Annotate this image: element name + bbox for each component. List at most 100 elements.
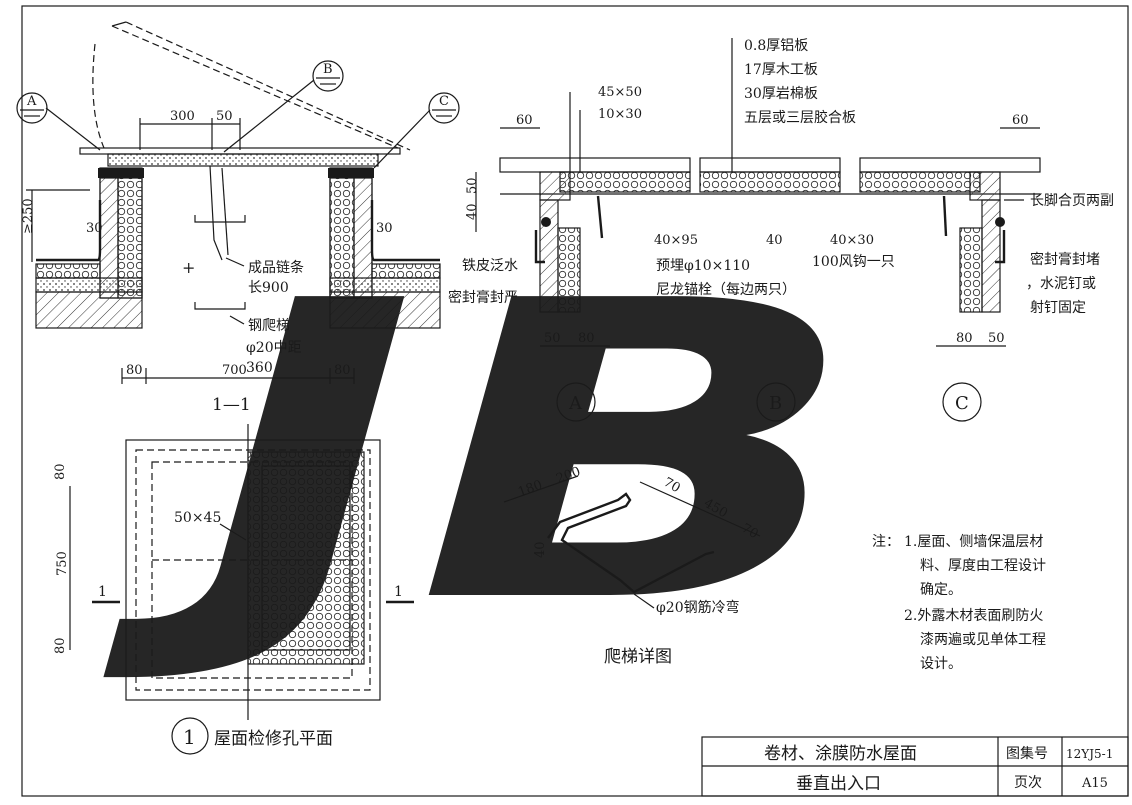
title-main-2: 垂直出入口 — [796, 774, 881, 794]
dim-50-c: 50 — [988, 331, 1005, 346]
lid-panel-b — [699, 157, 841, 173]
note-anchor-2: 尼龙锚栓（每边两只） — [656, 282, 796, 298]
sheet-frame — [21, 5, 1129, 797]
ref-bubble-b: B — [223, 60, 344, 153]
dim-300: 300 — [170, 109, 195, 124]
notes-line-5: 漆两遍或见单体工程 — [920, 632, 1046, 648]
plan-curb-insulation — [247, 451, 365, 665]
plan-dim-80-bottom: 80 — [53, 637, 68, 654]
dim-250: ≥250 — [21, 198, 36, 234]
ladder-rung-2 — [194, 302, 246, 310]
dim-80-c: 80 — [956, 331, 973, 346]
layer-4: 五层或三层胶合板 — [744, 109, 856, 126]
frame-c-wall — [981, 199, 1001, 313]
ladder-dim-line-2 — [639, 481, 761, 537]
left-roof-slab — [35, 291, 143, 329]
center-plus: + — [182, 258, 195, 277]
flashing-c — [995, 230, 1006, 264]
notes-prefix: 注： — [872, 534, 900, 550]
note-ladder-3: 360 — [246, 360, 273, 376]
sealant-a — [541, 217, 551, 227]
flashing-a — [534, 230, 545, 264]
sealant-c — [995, 217, 1005, 227]
left-roof-screed — [35, 277, 143, 293]
note-anchor-1: 预埋φ10×110 — [656, 258, 750, 274]
note-ladder-1: 钢爬梯 — [248, 318, 290, 334]
ladder-leader — [633, 593, 655, 609]
title-block: 卷材、涂膜防水屋面 垂直出入口 图集号 12YJ5-1 页次 A15 — [701, 736, 1129, 797]
dim-80-a: 80 — [578, 331, 595, 346]
ref-bubble-c: C — [373, 92, 460, 169]
ladder-dim-40: 40 — [533, 541, 548, 558]
dim-50-a: 50 — [544, 331, 561, 346]
note-chain-2: 长900 — [248, 280, 289, 296]
dim-45x50: 45×50 — [598, 85, 642, 100]
cut-label-right: 1 — [394, 584, 403, 600]
lid-insul-a — [559, 171, 691, 193]
notes-line-3: 确定。 — [920, 582, 962, 598]
note-chain-1: 成品链条 — [248, 259, 304, 276]
note-hinge: 长脚合页两副 — [1030, 193, 1114, 209]
frame-c-insulation — [959, 227, 983, 313]
dim-50: 50 — [216, 109, 233, 124]
nail-c — [942, 195, 948, 237]
title-main-1: 卷材、涂膜防水屋面 — [764, 744, 917, 764]
detail-label-b: B — [769, 393, 782, 414]
dim-10x30: 10×30 — [598, 107, 642, 122]
lid-insul-c — [859, 171, 981, 193]
left-curb-cap — [98, 168, 144, 178]
note-sealant-a: 密封膏封严 — [448, 289, 518, 306]
lid-insul-b — [699, 171, 841, 193]
plan-leader-5045 — [219, 523, 247, 541]
plan-number-circle — [171, 717, 209, 755]
hatch-plan: 80 750 80 50×45 1 1 1 屋面检修孔平面 — [53, 424, 414, 755]
cut-label-left: 1 — [98, 584, 107, 600]
details-abc: 60 60 45×50 10×30 50 40 40×95 40 40×30 5… — [448, 38, 1114, 422]
detail-circle-c — [942, 382, 982, 422]
ref-bubble-a: A — [16, 92, 101, 151]
chain — [209, 165, 223, 261]
ladder-title: 爬梯详图 — [604, 647, 672, 667]
jb-watermark: JB — [100, 214, 860, 692]
plan-outer — [125, 439, 381, 701]
section-title: 1—1 — [212, 395, 251, 415]
notes-line-6: 设计。 — [920, 656, 962, 672]
left-membrane — [36, 200, 102, 262]
detail-circle-a — [556, 382, 596, 422]
dim-40x95: 40×95 — [654, 233, 698, 248]
ladder-rung-1 — [194, 215, 246, 223]
layer-1: 0.8厚铝板 — [744, 38, 808, 54]
dim-50v: 50 — [465, 177, 480, 194]
leader-ladder — [229, 315, 245, 325]
notes-line-1: 1.屋面、侧墙保温层材 — [904, 534, 1043, 550]
dim-80-right: 80 — [334, 363, 351, 378]
plan-lid-outline — [135, 449, 371, 691]
dim-30-left: 30 — [86, 221, 103, 236]
leader-chain — [225, 257, 245, 267]
section-1-1: + 300 50 ≥250 30 30 80 700 80 成品链条 长900 … — [16, 21, 460, 415]
plan-dim-80-top: 80 — [53, 463, 68, 480]
frame-a-block — [539, 171, 571, 201]
detail-label-a: A — [568, 393, 583, 414]
lid-open-line-1 — [111, 25, 399, 149]
note-ladder-2: φ20中距 — [246, 340, 302, 356]
page-number: A15 — [1081, 776, 1108, 791]
ref-c-text: C — [439, 94, 449, 109]
dim-40v: 40 — [465, 203, 480, 220]
layer-2: 17厚木工板 — [744, 62, 818, 78]
plan-number: 1 — [183, 725, 196, 749]
lid-panel-c — [859, 157, 1041, 173]
plan-dim-750: 750 — [55, 551, 70, 576]
roof-insulation — [107, 153, 379, 167]
plan-curb-inner — [261, 465, 351, 651]
ref-a-text: A — [26, 94, 37, 109]
ladder-dim-line-1 — [503, 475, 579, 503]
note-flashing: 铁皮泛水 — [462, 258, 518, 274]
lid-swing-arc — [92, 43, 105, 149]
frame-c-block — [969, 171, 1001, 201]
ladder-detail: 180 200 70 450 70 40 φ20钢筋冷弯 爬梯详图 — [503, 464, 761, 667]
right-curb-cap — [328, 168, 374, 178]
detail-label-c: C — [955, 393, 969, 414]
